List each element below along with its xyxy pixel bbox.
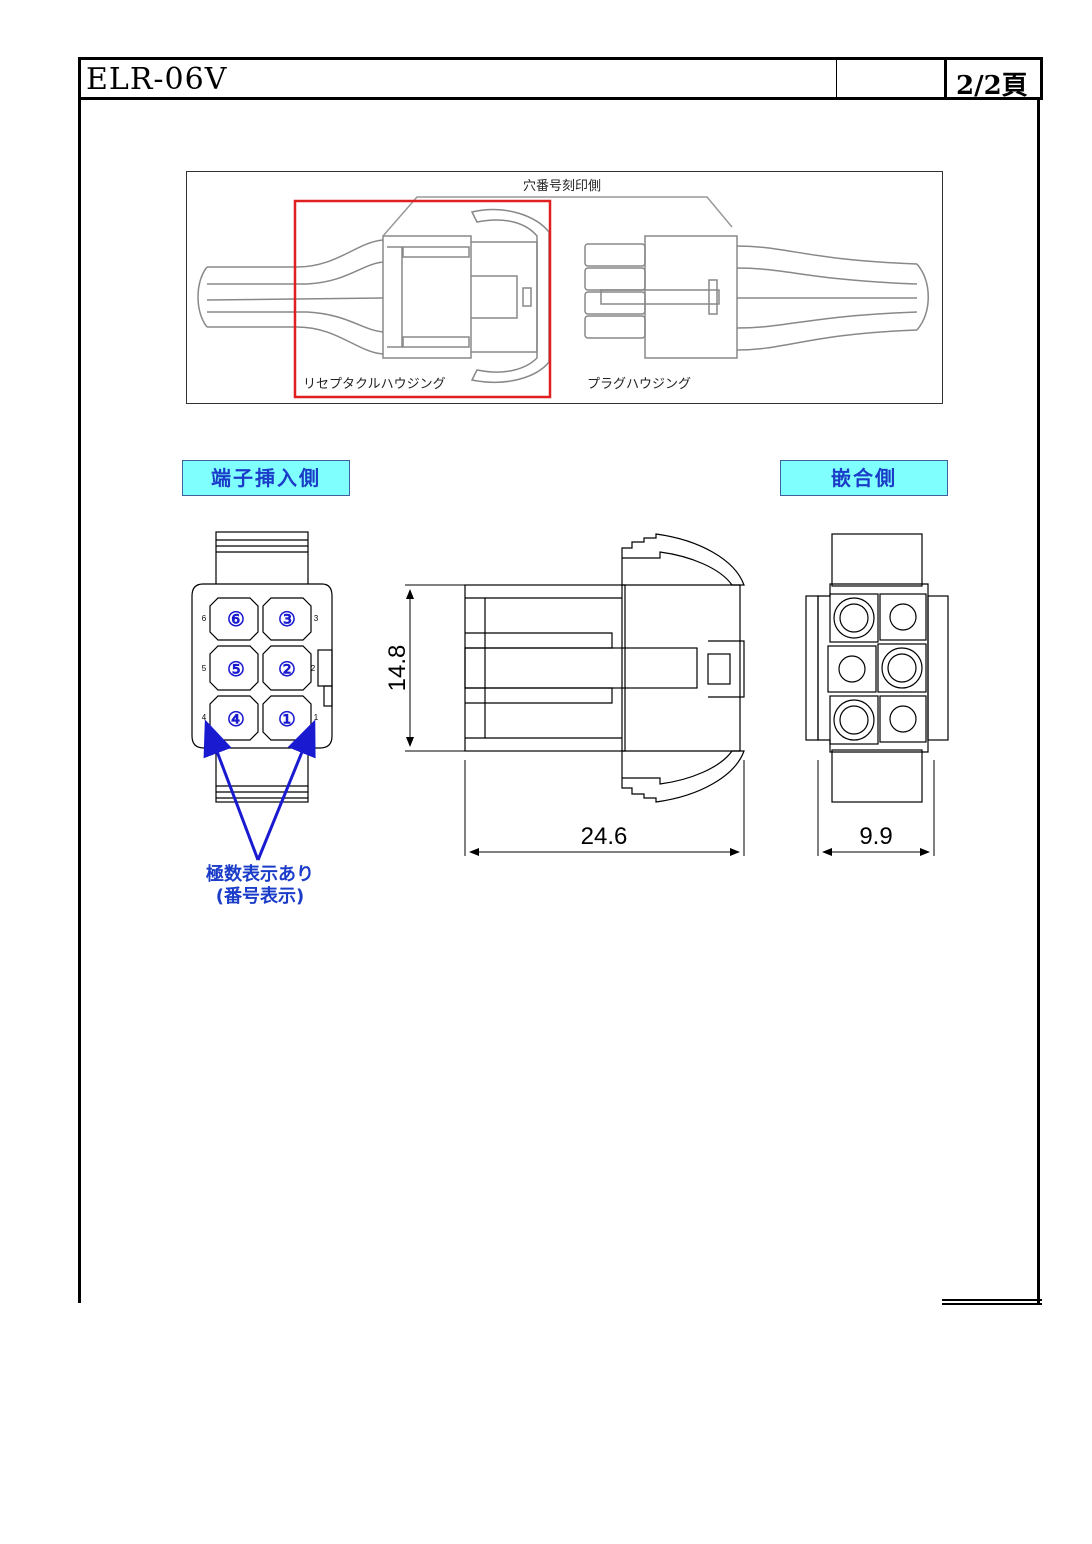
pin-number-arrows bbox=[203, 719, 316, 861]
height-dimension: 14.8 bbox=[384, 645, 411, 692]
small-pin-4: 4 bbox=[202, 713, 207, 722]
terminal-side-view bbox=[191, 531, 333, 803]
pin-1-number: ① bbox=[278, 709, 296, 731]
connector-photo: 穴番号刻印側 リセプタクルハウジング プラグハウジング bbox=[186, 171, 943, 404]
footer-line bbox=[942, 1303, 1042, 1305]
header-divider bbox=[944, 60, 947, 97]
side-view bbox=[464, 533, 745, 803]
pin-3-number: ③ bbox=[278, 609, 296, 631]
footer-line bbox=[942, 1299, 1042, 1301]
header-divider bbox=[836, 60, 837, 97]
dimension-lines bbox=[405, 584, 935, 856]
photo-top-label: 穴番号刻印側 bbox=[523, 178, 601, 193]
title-block: ELR-06V 2/2頁 bbox=[78, 57, 1043, 101]
mating-side-view bbox=[805, 533, 949, 803]
connector-photo-drawing: 穴番号刻印側 リセプタクルハウジング プラグハウジング bbox=[197, 178, 929, 399]
arrow-to-pin-1 bbox=[256, 719, 316, 861]
mating-side-label: 嵌合側 bbox=[780, 460, 948, 496]
dimension-values: 14.8 24.6 9.9 bbox=[384, 645, 893, 850]
pin-number-note: 極数表示あり (番号表示) bbox=[170, 864, 350, 908]
terminal-insertion-side-label: 端子挿入側 bbox=[182, 460, 350, 496]
small-pin-1: 1 bbox=[314, 713, 319, 722]
width-dimension: 9.9 bbox=[859, 823, 892, 850]
small-pin-5: 5 bbox=[202, 664, 207, 673]
small-pin-6: 6 bbox=[202, 614, 207, 623]
arrow-to-pin-4 bbox=[203, 719, 260, 861]
small-pin-3: 3 bbox=[314, 614, 319, 623]
pin-5-number: ⑤ bbox=[227, 659, 245, 681]
pin-4-number: ④ bbox=[227, 709, 245, 731]
note-line-2: (番号表示) bbox=[215, 886, 305, 907]
receptacle-label: リセプタクルハウジング bbox=[303, 376, 446, 391]
pin-small-numbers: 6 3 5 2 4 1 bbox=[202, 614, 319, 722]
pin-2-number: ② bbox=[278, 659, 296, 681]
pin-6-number: ⑥ bbox=[227, 609, 245, 631]
length-dimension: 24.6 bbox=[581, 823, 628, 850]
model-number: ELR-06V bbox=[86, 62, 228, 97]
plug-label: プラグハウジング bbox=[587, 376, 691, 391]
small-pin-2: 2 bbox=[311, 664, 316, 673]
note-line-1: 極数表示あり bbox=[206, 864, 314, 885]
receptacle-highlight bbox=[293, 199, 552, 399]
page-number: 2/2頁 bbox=[956, 71, 1028, 101]
